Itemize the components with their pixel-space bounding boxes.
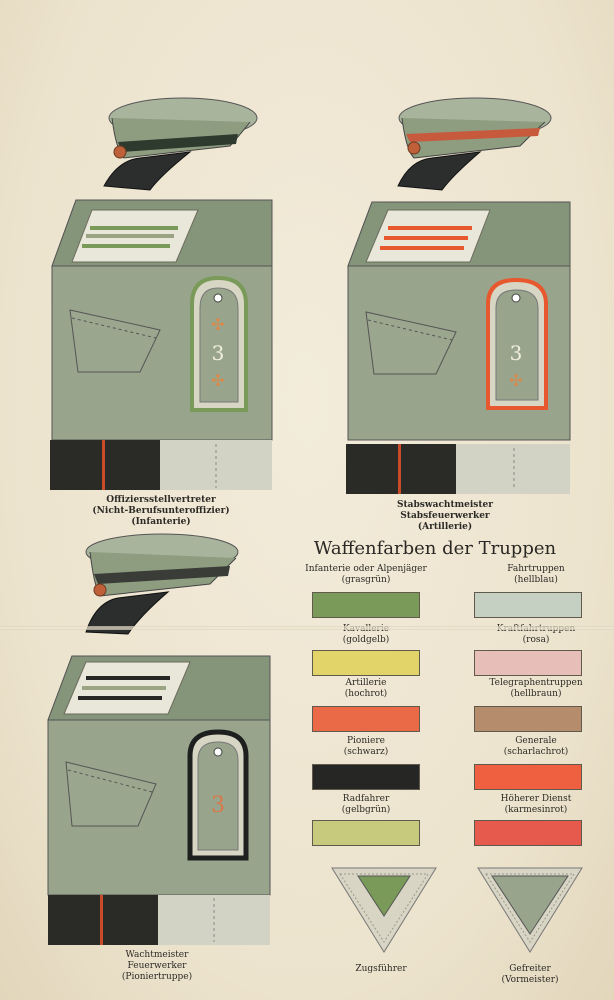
legend-label-left-3: Pioniere(schwarz) xyxy=(343,736,389,757)
artillery-cap xyxy=(397,97,552,191)
color-swatch-right-2 xyxy=(474,706,582,732)
color-swatch-left-3 xyxy=(312,764,420,790)
legend-title: Waffenfarben der Truppen xyxy=(313,538,557,559)
chevron-label-right: Gefreiter (Vormeister) xyxy=(501,964,559,985)
color-swatch-left-1 xyxy=(312,650,420,676)
legend-label-right-3: Generale(scharlachrot) xyxy=(503,736,569,757)
color-swatch-left-0 xyxy=(312,592,420,618)
color-swatch-right-0 xyxy=(474,592,582,618)
artillery-caption: Stabswachtmeister Stabsfeuerwerker (Arti… xyxy=(397,500,493,532)
svg-text:✣: ✣ xyxy=(211,315,224,334)
artillery-collar-box: 3 ✣ xyxy=(347,201,571,441)
svg-text:✣: ✣ xyxy=(211,371,224,390)
color-swatch-right-1 xyxy=(474,650,582,676)
legend-label-right-2: Telegraphentruppen(hellbraun) xyxy=(489,678,583,699)
color-swatch-left-2 xyxy=(312,706,420,732)
legend-label-right-4: Höherer Dienst(karmesinrot) xyxy=(500,794,572,815)
legend-label-left-0: Infanterie oder Alpenjäger(grasgrün) xyxy=(305,564,427,585)
infantry-cuff xyxy=(50,440,272,490)
pioneer-strap-number: 3 xyxy=(211,793,225,818)
legend-label-left-2: Artillerie(hochrot) xyxy=(344,678,388,699)
artillery-cuff xyxy=(346,444,570,494)
chevron-label-left: Zugsführer xyxy=(355,964,407,974)
pioneer-collar-box: 3 xyxy=(47,655,271,896)
pioneer-cuff xyxy=(48,895,270,945)
legend-label-right-0: Fahrtruppen(hellblau) xyxy=(507,564,565,585)
color-swatch-right-4 xyxy=(474,820,582,846)
page-fold xyxy=(0,626,614,630)
infantry-caption: Offiziersstellvertreter (Nicht-Berufsunt… xyxy=(92,495,230,527)
svg-text:✣: ✣ xyxy=(509,371,522,390)
artillery-strap-number: 3 xyxy=(510,341,523,365)
color-swatch-left-4 xyxy=(312,820,420,846)
pioneer-caption: Wachtmeister Feuerwerker (Pioniertruppe) xyxy=(121,950,193,982)
infantry-strap-number: 3 xyxy=(212,341,225,365)
chevron-zugsfuehrer xyxy=(331,867,437,953)
infantry-cap xyxy=(103,97,258,191)
pioneer-cap xyxy=(85,533,239,635)
legend-label-left-4: Radfahrer(gelbgrün) xyxy=(341,794,391,815)
infantry-collar-box: 3 ✣ ✣ xyxy=(51,199,273,441)
color-swatch-right-3 xyxy=(474,764,582,790)
chevron-gefreiter xyxy=(477,867,583,953)
